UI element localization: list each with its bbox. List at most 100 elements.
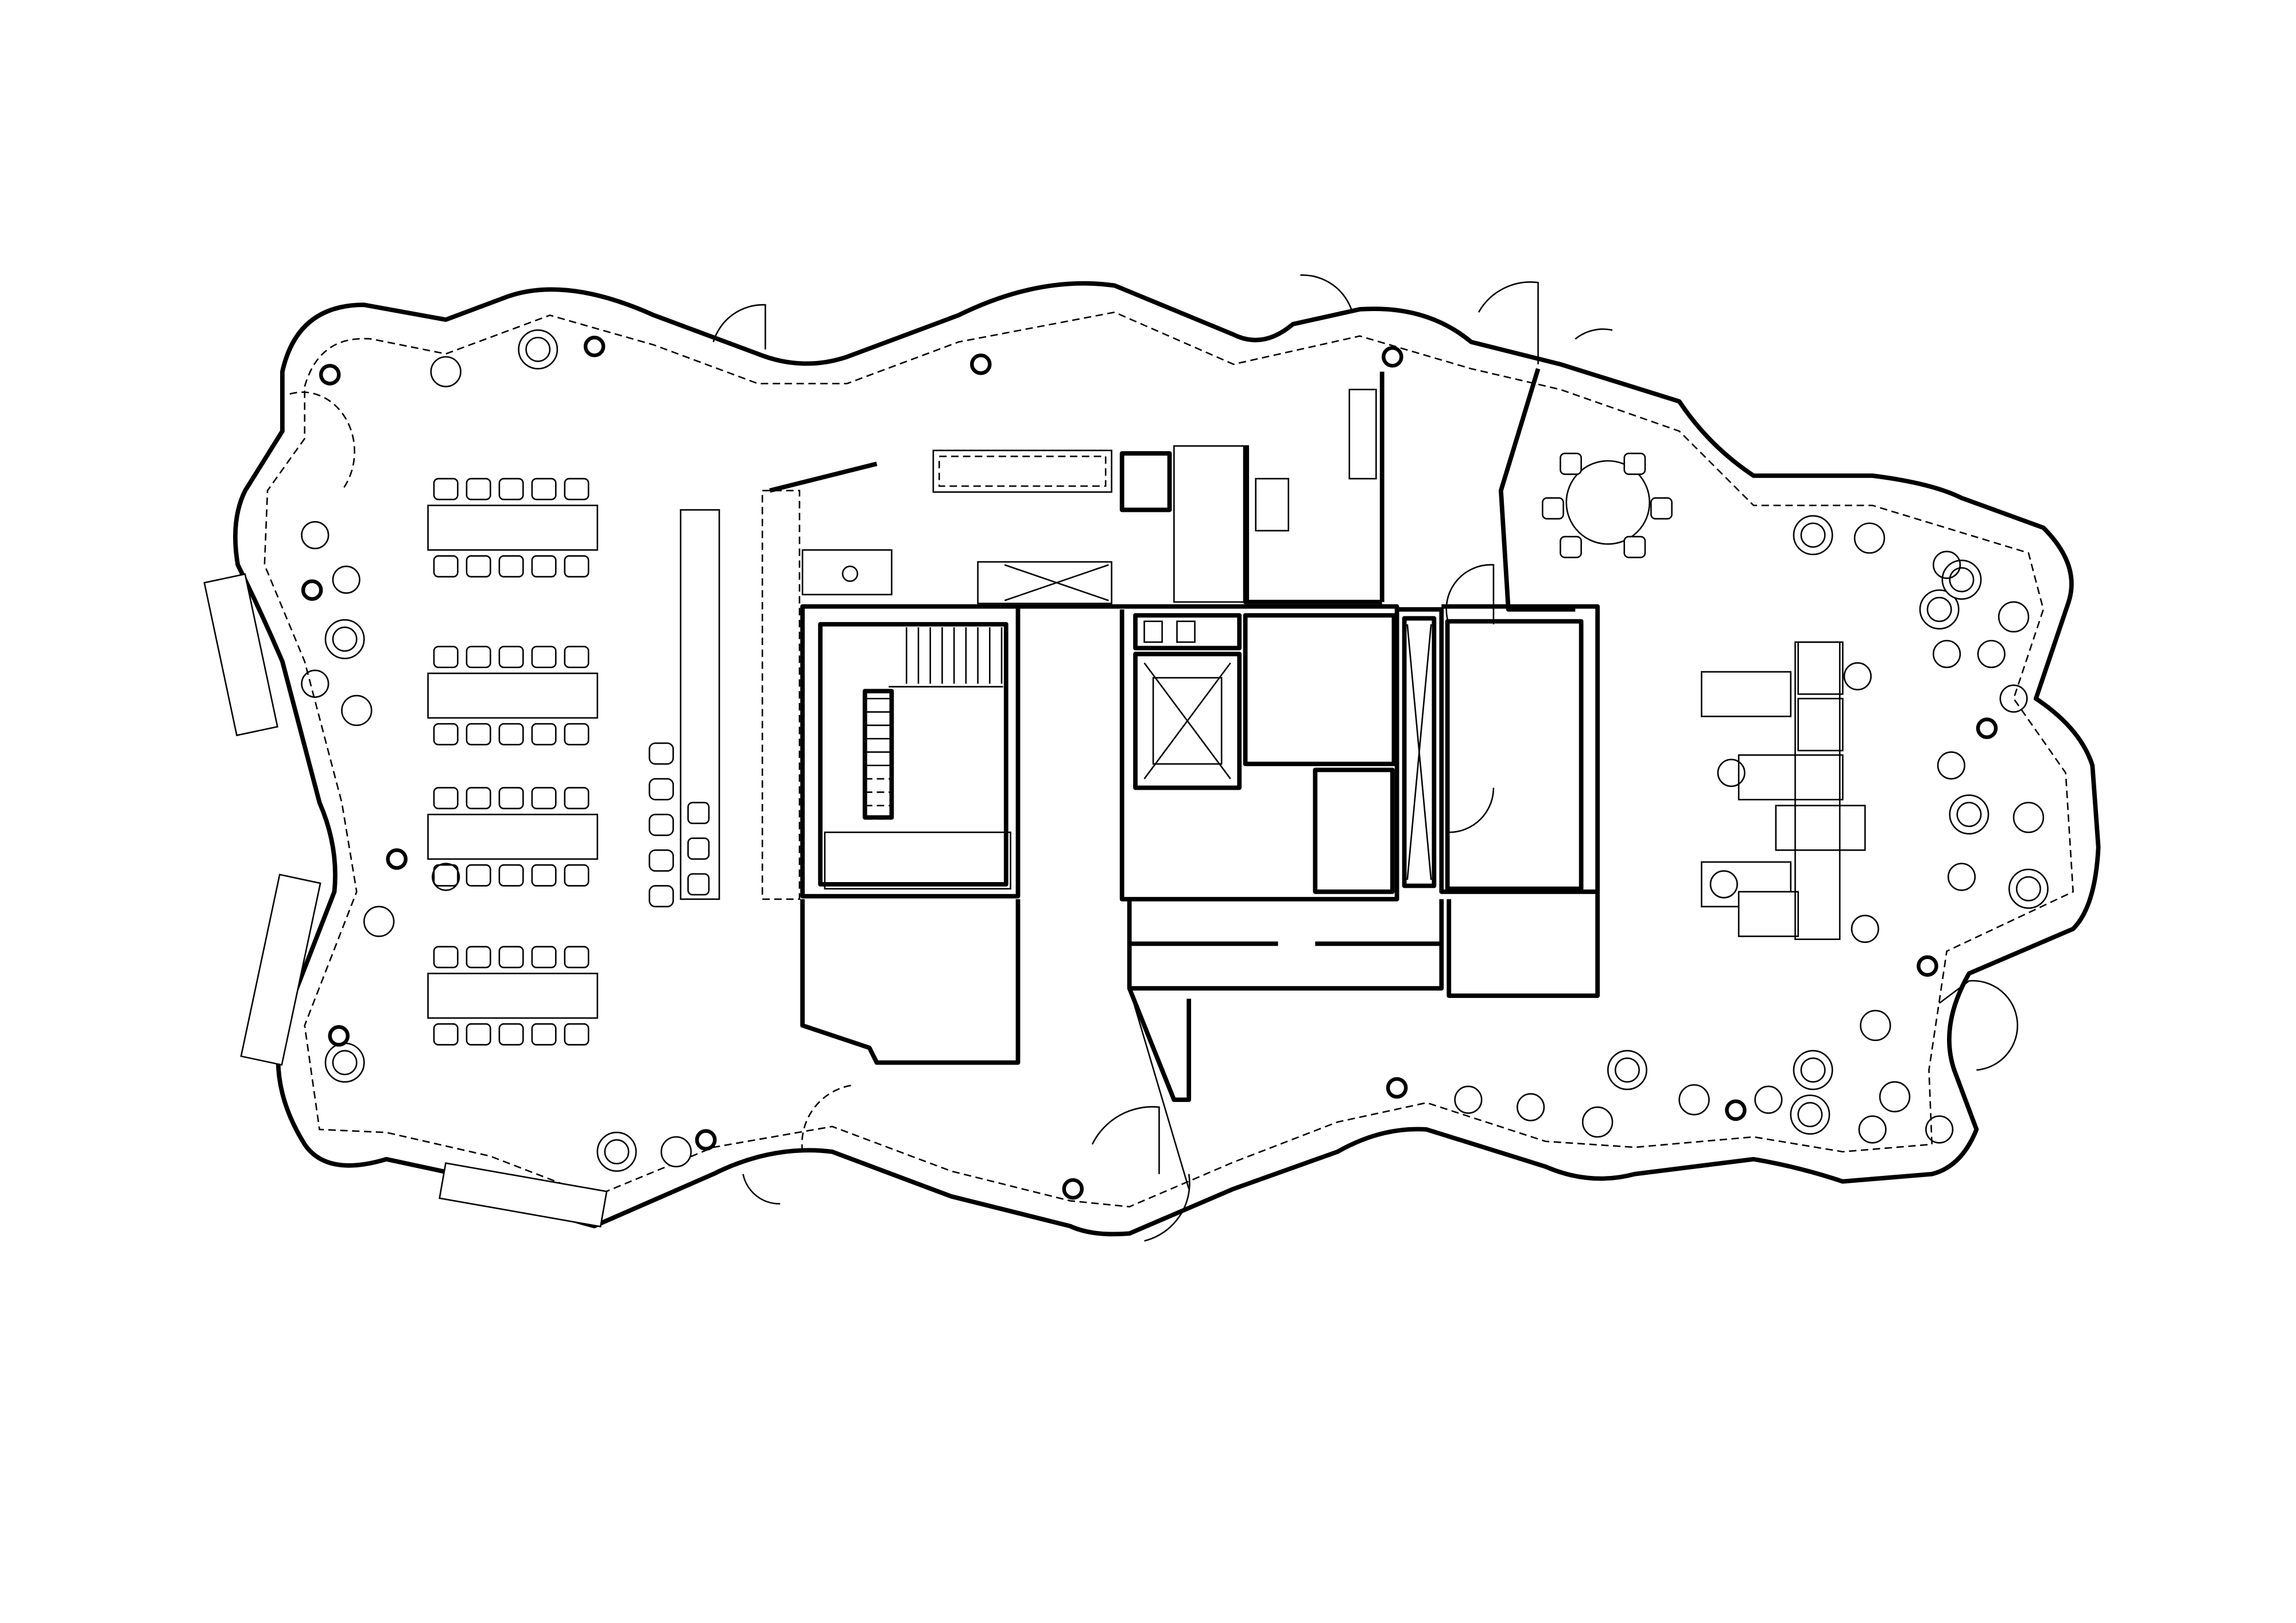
chair bbox=[498, 477, 524, 500]
structural-column bbox=[1917, 955, 1938, 977]
lounge-chair-seat bbox=[332, 626, 358, 652]
chair bbox=[531, 477, 557, 500]
chair bbox=[1623, 535, 1646, 558]
structural-column bbox=[328, 1025, 350, 1047]
plant-pot bbox=[1999, 684, 2028, 713]
chair bbox=[433, 477, 459, 500]
chair bbox=[564, 723, 589, 746]
chair bbox=[466, 555, 491, 578]
chair bbox=[498, 864, 524, 887]
structural-column bbox=[1976, 717, 1998, 739]
dining-table bbox=[427, 504, 599, 551]
side-table bbox=[2012, 802, 2045, 833]
chair bbox=[564, 555, 589, 578]
structural-column bbox=[319, 364, 341, 386]
lounge-chair bbox=[324, 1042, 365, 1083]
chair bbox=[531, 723, 557, 746]
structural-column bbox=[1062, 1178, 1084, 1200]
bar-stool bbox=[687, 802, 710, 825]
chair bbox=[1623, 452, 1646, 475]
furniture bbox=[301, 329, 2049, 1172]
sofa-module bbox=[1797, 697, 1844, 752]
planters bbox=[203, 573, 608, 1228]
lounge-chair bbox=[1793, 1050, 1833, 1090]
plant-pot bbox=[1932, 639, 1961, 669]
structural-column bbox=[1382, 345, 1403, 368]
lounge-chair-seat bbox=[1797, 1102, 1823, 1128]
chair bbox=[498, 946, 524, 969]
chair bbox=[498, 787, 524, 810]
sofa-module bbox=[1701, 671, 1792, 717]
lounge-chair-seat bbox=[604, 1139, 630, 1164]
bar-stool bbox=[687, 837, 710, 860]
lounge-chair bbox=[1607, 1050, 1647, 1090]
chair bbox=[466, 646, 491, 669]
chair bbox=[1650, 497, 1673, 520]
chair bbox=[1542, 497, 1564, 520]
lounge-chair bbox=[1919, 589, 1960, 630]
chair bbox=[564, 1023, 589, 1046]
lounge-chair-seat bbox=[1926, 596, 1952, 622]
chair bbox=[498, 646, 524, 669]
side-table bbox=[430, 356, 461, 387]
side-table bbox=[363, 906, 395, 937]
lounge-chair-seat bbox=[1949, 567, 1975, 593]
kitchen-area bbox=[680, 371, 1384, 900]
sofa-module bbox=[1737, 891, 1799, 937]
dining-table bbox=[427, 672, 599, 719]
structural-column bbox=[583, 335, 606, 358]
chair bbox=[531, 946, 557, 969]
chair bbox=[433, 864, 459, 887]
side-table bbox=[660, 1136, 692, 1168]
lounge-chair-seat bbox=[2015, 876, 2041, 902]
chair bbox=[433, 787, 459, 810]
plant-pot bbox=[1517, 1093, 1545, 1121]
sofa-module bbox=[1797, 641, 1844, 695]
chair bbox=[531, 864, 557, 887]
sofa-module bbox=[1737, 754, 1844, 801]
chair bbox=[433, 555, 459, 578]
side-table bbox=[1998, 601, 2030, 633]
bar-stool bbox=[649, 813, 674, 836]
side-table bbox=[1860, 1009, 1891, 1041]
lounge-chair bbox=[596, 1131, 637, 1172]
chair bbox=[564, 646, 589, 669]
plant-pot bbox=[1937, 751, 1965, 780]
plant-pot bbox=[1454, 1085, 1483, 1114]
lounge-chair-seat bbox=[1614, 1057, 1640, 1083]
bar-stool bbox=[649, 778, 674, 801]
outer-facade-wall bbox=[233, 281, 2101, 1237]
plant-pot bbox=[301, 521, 329, 550]
plant-pot bbox=[1717, 759, 1746, 787]
side-table bbox=[1678, 1084, 1710, 1116]
chair bbox=[466, 723, 491, 746]
lounge-chair-seat bbox=[525, 336, 551, 362]
chair bbox=[466, 787, 491, 810]
plant-pot bbox=[1754, 1085, 1783, 1114]
plant-pot bbox=[1851, 914, 1879, 943]
chair bbox=[531, 555, 557, 578]
plant-pot bbox=[332, 565, 360, 594]
chair bbox=[466, 864, 491, 887]
bar-stool bbox=[649, 849, 674, 872]
structural-column bbox=[301, 579, 323, 601]
lounge-chair bbox=[1790, 1094, 1830, 1135]
chair bbox=[1560, 535, 1582, 558]
bar-stool bbox=[649, 885, 674, 907]
structural-column bbox=[695, 1129, 717, 1151]
chair bbox=[498, 723, 524, 746]
plant-pot bbox=[1709, 870, 1738, 899]
partition-wall bbox=[1499, 368, 1576, 612]
lounge-chair-seat bbox=[332, 1050, 358, 1075]
lounge-chair bbox=[2008, 868, 2049, 909]
chair bbox=[531, 1023, 557, 1046]
sofa-module bbox=[1775, 805, 1866, 851]
chair bbox=[531, 646, 557, 669]
dining-table bbox=[427, 972, 599, 1019]
lounge-chair bbox=[324, 619, 365, 659]
chair bbox=[498, 555, 524, 578]
doors bbox=[289, 274, 2019, 1242]
columns bbox=[301, 335, 1998, 1200]
